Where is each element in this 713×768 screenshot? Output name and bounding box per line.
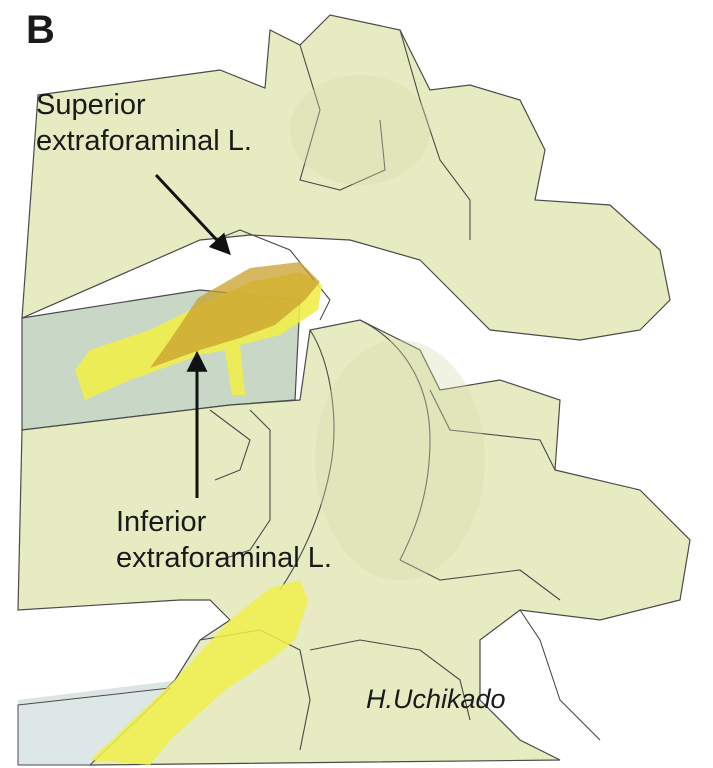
bone-outlines — [199, 29, 601, 751]
superior-label-line2: extraforaminal L. — [36, 125, 252, 157]
bone-shading — [315, 340, 485, 580]
ligament-dark-overlap — [150, 262, 320, 368]
bone-shading-upper — [290, 75, 430, 185]
lower-vertebral-body — [17, 319, 691, 766]
bottom-disc — [17, 687, 172, 766]
panel-letter: B — [26, 8, 55, 52]
superior-arrow — [154, 173, 231, 256]
superior-label-line1: Superior — [36, 89, 146, 121]
ligament-lower — [90, 580, 308, 765]
inferior-label-line2: extraforaminal L. — [116, 542, 332, 574]
inferior-label-line1: Inferior — [116, 506, 207, 538]
artist-signature: H.Uchikado — [366, 684, 506, 714]
